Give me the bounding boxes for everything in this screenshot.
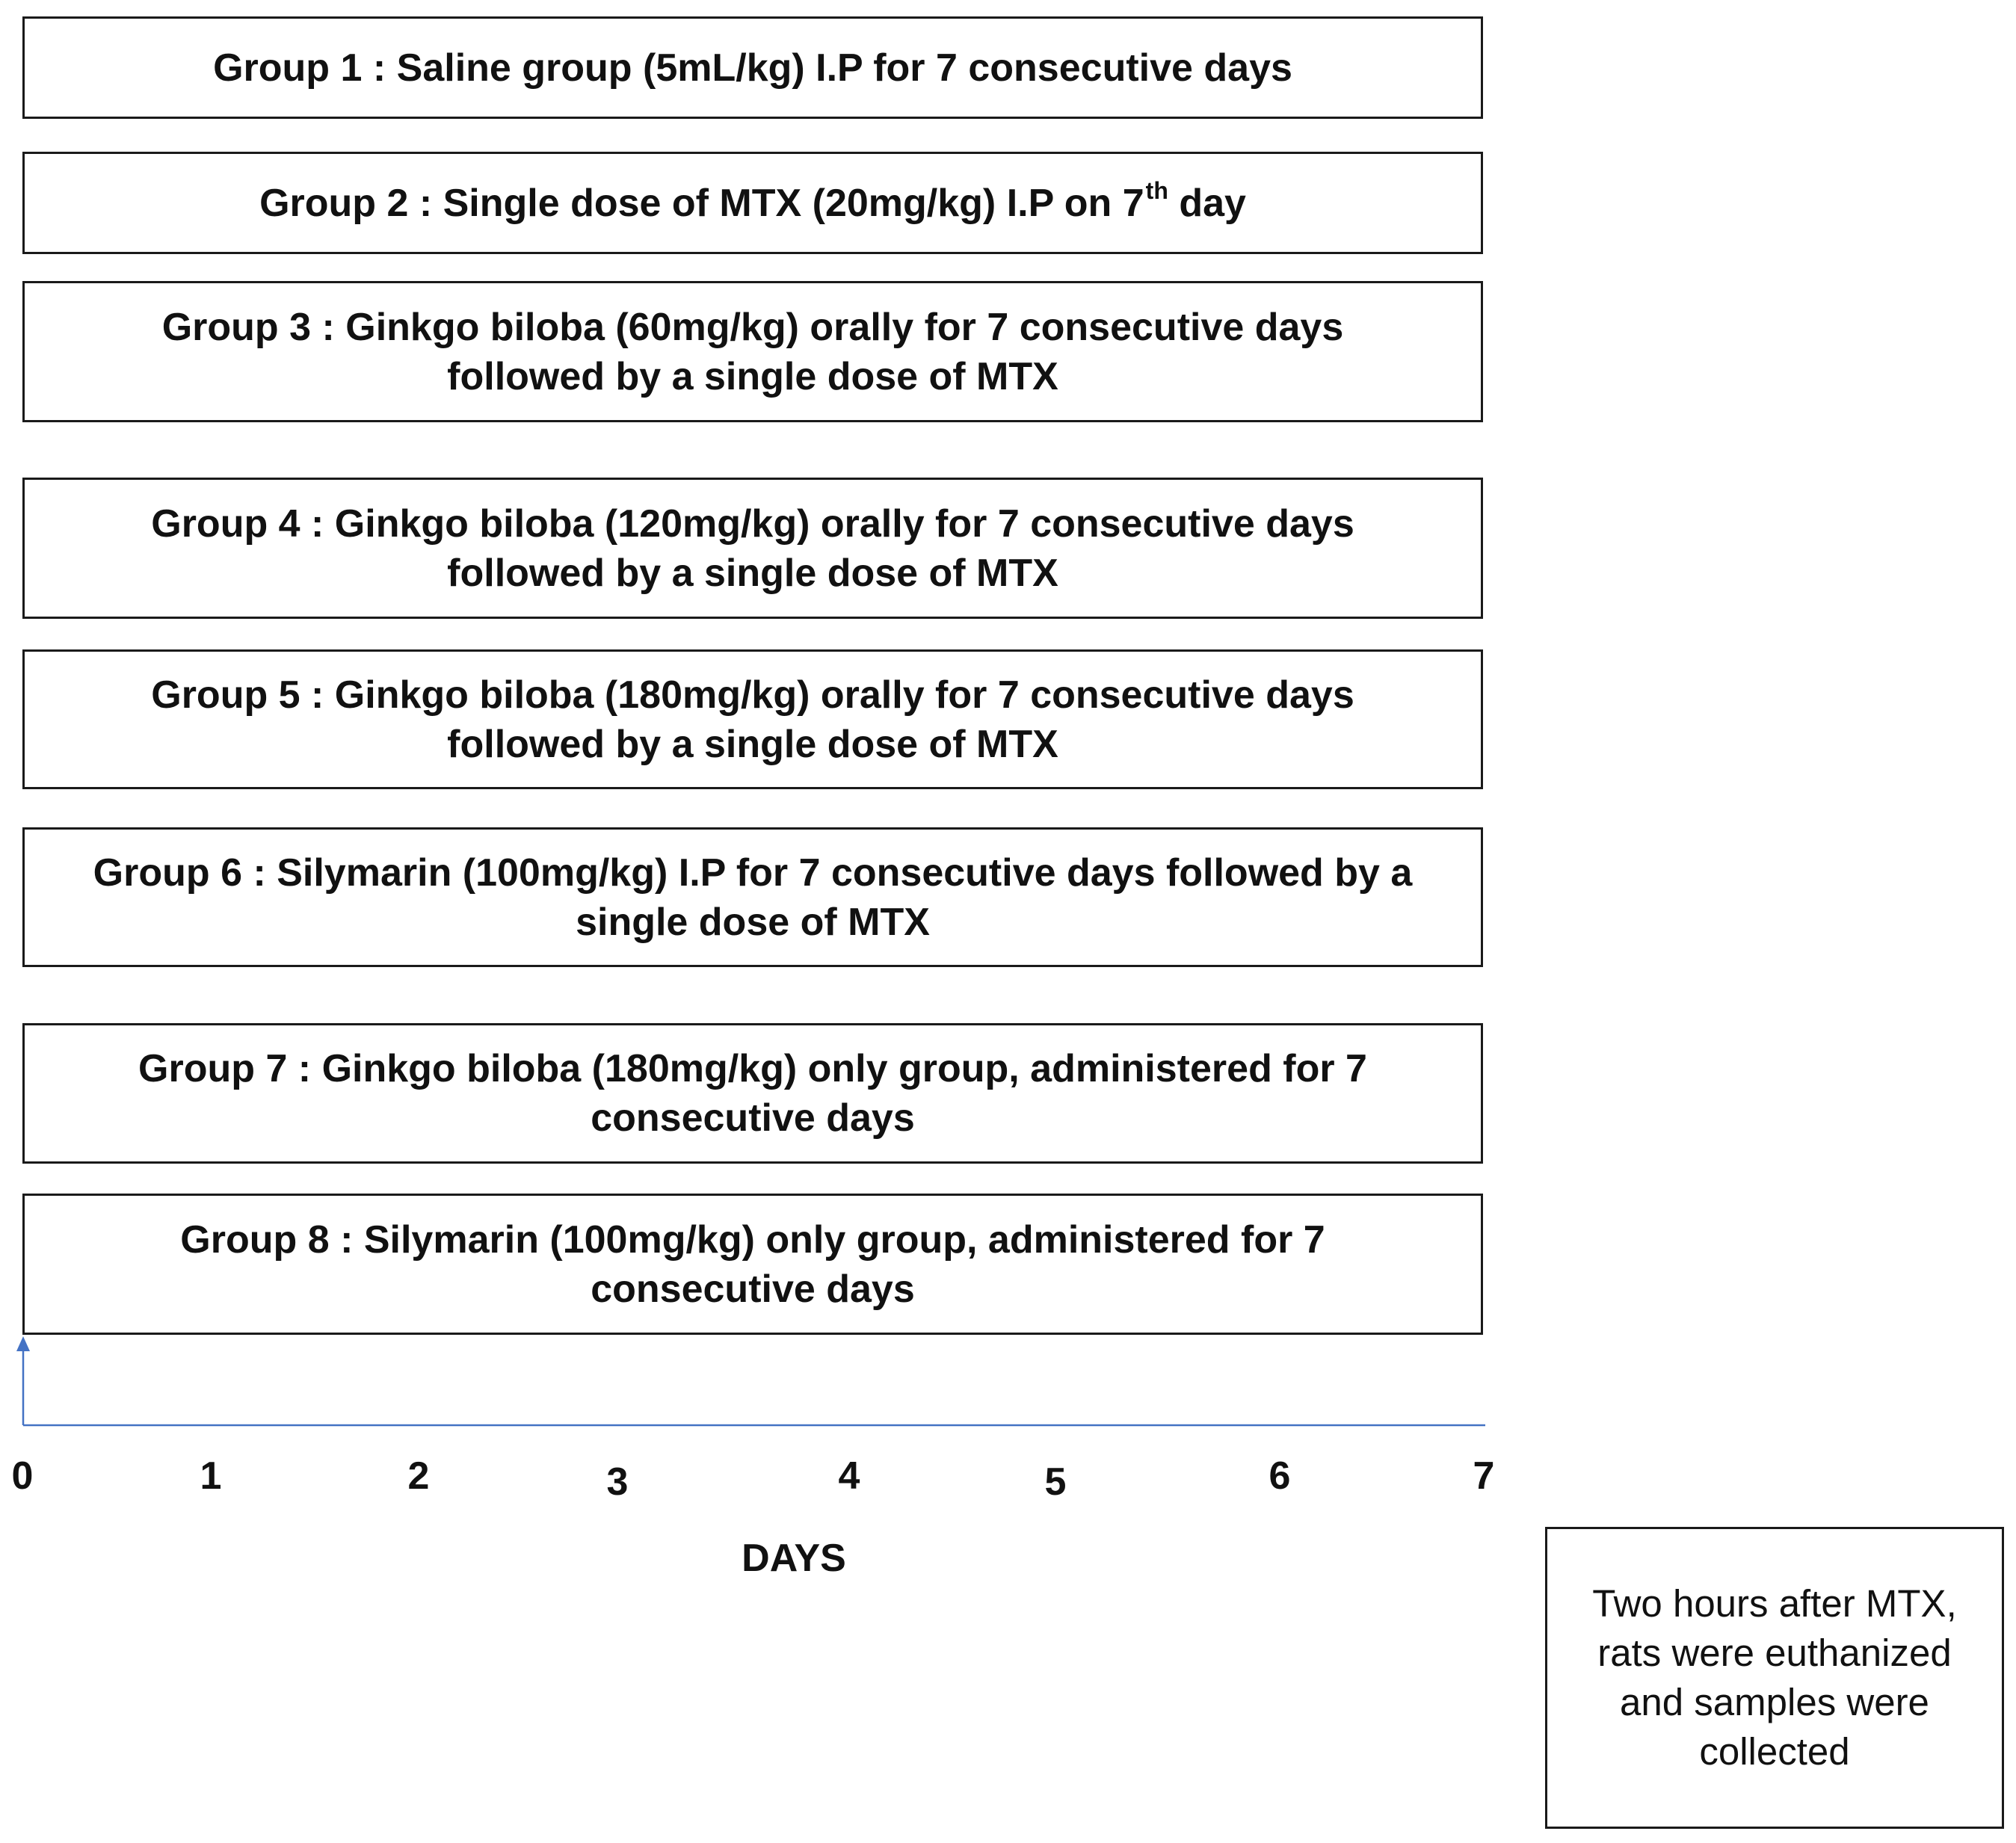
group-box-5: Group 5 : Ginkgo biloba (180mg/kg) orall… [22, 649, 1483, 789]
tick-label-1: 1 [200, 1454, 222, 1498]
tick-label-5: 5 [1044, 1460, 1067, 1504]
note-line-2: rats were euthanized [1597, 1631, 1952, 1674]
group-5-line-1: Group 5 : Ginkgo biloba (180mg/kg) orall… [151, 673, 1354, 717]
group-6-line-2: single dose of MTX [576, 900, 930, 944]
group-2-text-main: Group 2 : Single dose of MTX (20mg/kg) I… [259, 181, 1144, 225]
tick-label-4: 4 [838, 1454, 860, 1498]
group-2-text-end: day [1168, 181, 1246, 225]
group-5-line-2: followed by a single dose of MTX [447, 722, 1058, 766]
group-box-7: Group 7 : Ginkgo biloba (180mg/kg) only … [22, 1023, 1483, 1164]
group-box-2: Group 2 : Single dose of MTX (20mg/kg) I… [22, 152, 1483, 254]
group-box-6: Group 6 : Silymarin (100mg/kg) I.P for 7… [22, 827, 1483, 967]
tick-label-2: 2 [407, 1454, 430, 1498]
group-box-4: Group 4 : Ginkgo biloba (120mg/kg) orall… [22, 478, 1483, 619]
group-8-line-1: Group 8 : Silymarin (100mg/kg) only grou… [180, 1217, 1325, 1262]
group-8-line-2: consecutive days [591, 1267, 915, 1311]
note-line-3: and samples were [1620, 1681, 1929, 1723]
group-7-line-1: Group 7 : Ginkgo biloba (180mg/kg) only … [138, 1047, 1367, 1090]
group-6-line-1: Group 6 : Silymarin (100mg/kg) I.P for 7… [93, 851, 1413, 895]
outcome-note-box: Two hours after MTX, rats were euthanize… [1545, 1527, 2004, 1829]
group-4-line-2: followed by a single dose of MTX [447, 551, 1058, 595]
group-3-line-2: followed by a single dose of MTX [447, 354, 1058, 398]
tick-label-6: 6 [1269, 1454, 1291, 1498]
group-4-line-1: Group 4 : Ginkgo biloba (120mg/kg) orall… [151, 501, 1354, 546]
group-box-1: Group 1 : Saline group (5mL/kg) I.P for … [22, 16, 1483, 119]
group-2-text: Group 2 : Single dose of MTX (20mg/kg) I… [259, 179, 1246, 228]
note-line-4: collected [1699, 1730, 1850, 1773]
group-1-text: Group 1 : Saline group (5mL/kg) I.P for … [213, 46, 1292, 90]
tick-label-0: 0 [11, 1454, 34, 1498]
tick-label-7: 7 [1473, 1454, 1495, 1498]
group-3-line-1: Group 3 : Ginkgo biloba (60mg/kg) orally… [161, 305, 1344, 349]
group-7-line-2: consecutive days [591, 1096, 915, 1140]
group-box-3: Group 3 : Ginkgo biloba (60mg/kg) orally… [22, 281, 1483, 422]
group-2-superscript: th [1145, 177, 1168, 205]
axis-label-days: DAYS [742, 1537, 846, 1580]
arrowhead-up-icon [16, 1336, 30, 1351]
note-line-1: Two hours after MTX, [1592, 1582, 1957, 1625]
group-box-8: Group 8 : Silymarin (100mg/kg) only grou… [22, 1194, 1483, 1335]
tick-label-3: 3 [606, 1460, 629, 1504]
